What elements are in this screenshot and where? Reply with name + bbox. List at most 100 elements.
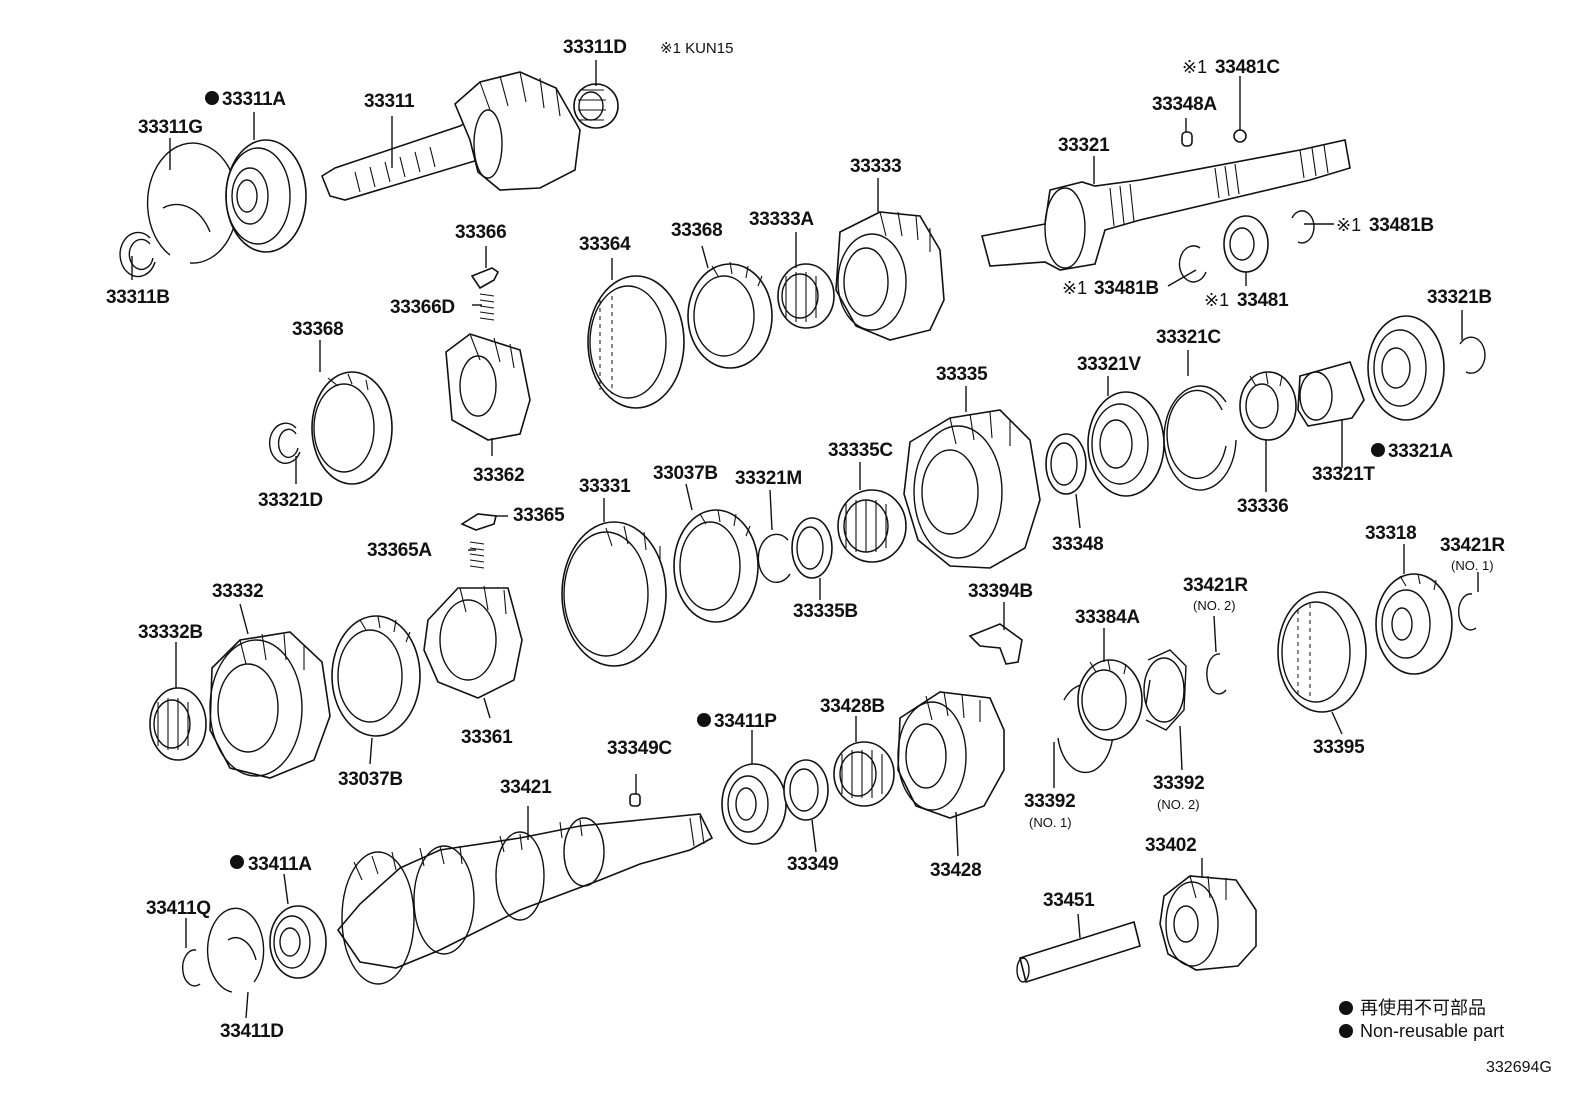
part-33366D-spring: [479, 293, 495, 321]
sub-no2-33421R: (NO. 2): [1193, 598, 1236, 613]
label-33311A: 33311A: [222, 89, 286, 110]
label-33361: 33361: [461, 727, 513, 748]
bullet-33311A: [205, 91, 219, 105]
part-33037B-synchronizer-ring-lower: [331, 615, 421, 737]
bullet-33411P: [697, 713, 711, 727]
part-33394B-key: [968, 623, 1023, 665]
label-33421R-no2: 33421R: [1183, 575, 1248, 596]
part-33362-hub-sleeve: [445, 333, 531, 441]
label-33321A: 33321A: [1388, 441, 1453, 462]
part-33321B-snap-ring: [1459, 336, 1486, 374]
sub-no1-33421R: (NO. 1): [1451, 558, 1494, 573]
part-33421R-no1-snap-ring: [1457, 593, 1477, 631]
label-33332: 33332: [212, 581, 263, 602]
label-33348A: 33348A: [1152, 94, 1217, 115]
label-33321: 33321: [1058, 135, 1110, 156]
label-33428B: 33428B: [820, 696, 885, 717]
part-33311-input-shaft: [321, 71, 581, 201]
part-33395-sleeve: [1277, 591, 1367, 713]
part-33332-gear: [209, 631, 331, 779]
part-33411P-bearing: [721, 763, 787, 845]
label-33335: 33335: [936, 364, 988, 385]
label-33037B-upper: 33037B: [653, 463, 718, 484]
label-33321C: 33321C: [1156, 327, 1221, 348]
part-33037B-synchronizer-ring-upper: [673, 509, 759, 623]
sub-no1-33392: (NO. 1): [1029, 815, 1072, 830]
mark-kome1-33481: ※1: [1204, 290, 1229, 310]
label-33333A: 33333A: [749, 209, 814, 230]
part-33366-shifting-key: [470, 267, 500, 290]
part-33481C-ball: [1233, 129, 1247, 143]
label-33364: 33364: [579, 234, 631, 255]
part-33365A-spring: [469, 541, 485, 569]
legend-text-jp: 再使用不可部品: [1360, 998, 1486, 1018]
label-33321V: 33321V: [1077, 354, 1141, 375]
part-33321M-snap-ring: [757, 533, 791, 584]
label-33311D: 33311D: [563, 37, 627, 58]
part-33321A-bearing: [1367, 315, 1445, 421]
label-33451: 33451: [1043, 890, 1095, 911]
label-33335B: 33335B: [793, 601, 858, 622]
label-33365A: 33365A: [367, 540, 432, 561]
label-33321D: 33321D: [258, 490, 323, 511]
part-33428-gear: [897, 691, 1005, 819]
label-33331: 33331: [579, 476, 631, 497]
label-33368-upper: 33368: [671, 220, 722, 241]
part-33361-hub-sleeve: [423, 585, 523, 699]
part-33349C-ball: [629, 793, 641, 807]
label-33368-left: 33368: [292, 319, 343, 340]
part-33321D-snap-ring: [268, 422, 301, 464]
part-33321V-bearing: [1087, 391, 1165, 497]
label-33411Q: 33411Q: [146, 898, 211, 919]
label-33421R-no1: 33421R: [1440, 535, 1505, 556]
part-33318-gear: [1375, 573, 1453, 675]
part-33451-shaft: [1016, 920, 1141, 984]
part-33402-gear: [1159, 875, 1257, 971]
part-33335B-spacer: [791, 517, 833, 579]
part-33365-shifting-key: [460, 513, 497, 531]
label-33321M: 33321M: [735, 468, 802, 489]
part-33331-hub-sleeve: [561, 521, 667, 667]
sub-no2-33392: (NO. 2): [1157, 797, 1200, 812]
part-33311G-hole-snap-ring: [146, 142, 239, 264]
part-33411D-hole-snap-ring: [206, 907, 265, 993]
label-33395: 33395: [1313, 737, 1365, 758]
figure-code: 332694G: [1486, 1059, 1552, 1076]
part-33311A-bearing: [225, 139, 307, 253]
label-33394B: 33394B: [968, 581, 1033, 602]
part-33481B-snap-ring-a: [1178, 245, 1207, 283]
label-33311B: 33311B: [106, 287, 170, 308]
label-33332B: 33332B: [138, 622, 203, 643]
label-33481: 33481: [1237, 290, 1289, 311]
mark-kome1-33481B-right: ※1: [1336, 215, 1361, 235]
non-reusable-bullets: [205, 91, 1385, 1038]
part-33411Q-snap-ring: [181, 949, 201, 987]
part-33348-spacer: [1045, 433, 1087, 495]
label-33311G: 33311G: [138, 117, 203, 138]
part-33368-synchronizer-ring-left: [311, 371, 393, 485]
label-33335C: 33335C: [828, 440, 893, 461]
mark-kome1-33481B-left: ※1: [1062, 278, 1087, 298]
part-33392-no2-spring: [1143, 649, 1187, 731]
part-33321C-hole-snap-ring: [1163, 385, 1237, 491]
label-33392-no1: 33392: [1024, 791, 1075, 812]
part-33349-spacer: [783, 759, 829, 821]
part-33311D-roller-bearing: [573, 83, 619, 129]
part-labels: 33311D ※1 KUN15 33311A 33311 33311G 3331…: [106, 37, 1506, 1042]
label-33428: 33428: [930, 860, 981, 881]
label-33321B: 33321B: [1427, 287, 1492, 308]
label-33311: 33311: [364, 91, 415, 112]
part-33481B-snap-ring-b: [1291, 210, 1315, 244]
legend: 再使用不可部品 Non-reusable part: [1360, 998, 1504, 1041]
part-33421-counter-gear: [336, 813, 714, 985]
part-33336-gear: [1239, 371, 1297, 441]
bullet-33321A: [1371, 443, 1385, 457]
label-33481C: 33481C: [1215, 57, 1280, 78]
part-33364-sleeve: [587, 275, 685, 409]
part-33333-gear: [835, 211, 945, 341]
part-33411A-bearing: [269, 905, 327, 979]
leader-lines: [131, 60, 1479, 1019]
label-33336: 33336: [1237, 496, 1288, 517]
part-33481-gear: [1223, 215, 1269, 273]
